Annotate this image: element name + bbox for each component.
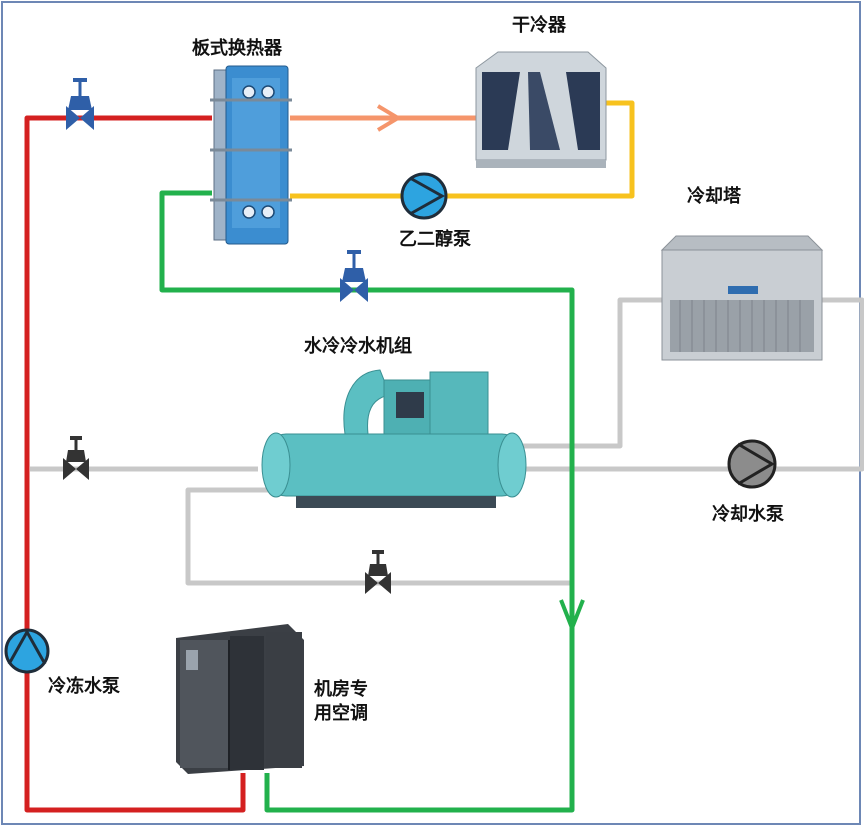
glycol-pump-label: 乙二醇泵 [399,229,471,250]
dry-cooler [475,51,607,168]
crac-unit-label: 机房专 用空调 [314,678,394,726]
chilled-return-pipe [159,190,575,813]
gate-valve-icon [365,550,391,594]
gate-valve-icon [66,78,94,130]
gate-valve-icon [340,250,368,302]
cooling-tower [660,235,824,361]
chilled-water-pump-label: 冷冻水泵 [48,676,120,697]
flow-arrow-icon [376,104,402,132]
cooling-tower-label: 冷却塔 [687,186,741,207]
pump-icon [4,628,50,674]
water-cooled-chiller [261,369,527,508]
cooling-water-pump-label: 冷却水泵 [712,504,784,525]
pump-icon [400,172,448,220]
crac-unit-label-line1: 机房专 [314,679,368,700]
crac-unit [176,624,304,774]
water-chiller-label: 水冷冷水机组 [304,336,412,357]
glycol-cold-pipe [290,100,635,199]
crac-unit-label-line2: 用空调 [314,703,368,724]
dry-cooler-label: 干冷器 [512,15,566,36]
plate-heat-exchanger-label: 板式换热器 [192,38,282,59]
plate-heat-exchanger [210,65,292,245]
flow-arrow-icon [559,599,585,634]
pump-icon [727,439,777,489]
gate-valve-icon [63,436,89,480]
